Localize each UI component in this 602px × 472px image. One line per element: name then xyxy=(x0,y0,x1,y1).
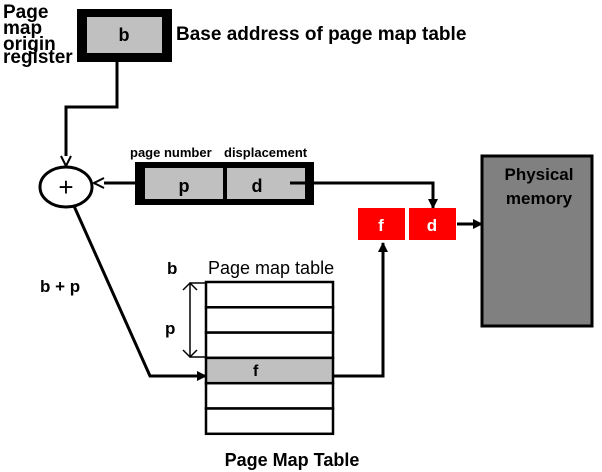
base-address-label: Base address of page map table xyxy=(176,24,466,45)
page-map-table: f xyxy=(204,280,335,436)
register-label-line: map xyxy=(3,18,42,39)
register-value: b xyxy=(119,25,130,45)
table-header: Page map table xyxy=(208,258,334,278)
adder-to-table-arrow xyxy=(72,205,207,381)
register-cell xyxy=(87,17,162,53)
adder-circle xyxy=(38,165,94,209)
table-base-label: b xyxy=(167,259,177,278)
physical-address: f d xyxy=(358,208,456,240)
register-label: Page map origin register xyxy=(3,2,73,68)
table-row xyxy=(204,381,335,410)
table-entry-value: f xyxy=(253,363,259,380)
table-row xyxy=(204,407,335,436)
displacement-to-physical-arrow xyxy=(290,181,438,209)
register-to-adder-arrow xyxy=(66,62,119,166)
page-map-origin-register: b xyxy=(77,9,172,62)
table-to-frame-arrow xyxy=(333,242,388,378)
table-row xyxy=(204,331,335,360)
table-row xyxy=(204,306,335,334)
page-number-label: page number xyxy=(130,145,212,160)
offset-bracket xyxy=(182,281,207,359)
register-label-line: register xyxy=(3,47,73,68)
physical-memory-label: memory xyxy=(506,189,573,208)
table-row-highlighted xyxy=(204,356,335,385)
plus-icon: + xyxy=(58,172,73,202)
virtual-address-register: p d xyxy=(135,162,314,205)
page-field-value: p xyxy=(179,176,190,196)
physical-memory-label: Physical xyxy=(505,165,574,184)
frame-field-value: f xyxy=(378,216,384,235)
adder: + xyxy=(38,165,94,209)
physical-memory: Physical memory xyxy=(480,154,594,328)
register-label-line: origin xyxy=(3,34,56,55)
physical-displacement-value: d xyxy=(427,216,437,235)
physical-displacement-field xyxy=(409,208,456,240)
page-field xyxy=(145,168,223,199)
displacement-field-value: d xyxy=(252,176,263,196)
table-caption: Page Map Table xyxy=(225,450,360,470)
table-offset-label: p xyxy=(165,319,175,338)
frame-field xyxy=(358,208,405,240)
sum-label: b + p xyxy=(40,277,80,296)
displacement-label: displacement xyxy=(224,145,308,160)
register-label-line: Page xyxy=(3,2,48,23)
physical-memory-block xyxy=(480,154,594,328)
table-row xyxy=(204,280,335,309)
